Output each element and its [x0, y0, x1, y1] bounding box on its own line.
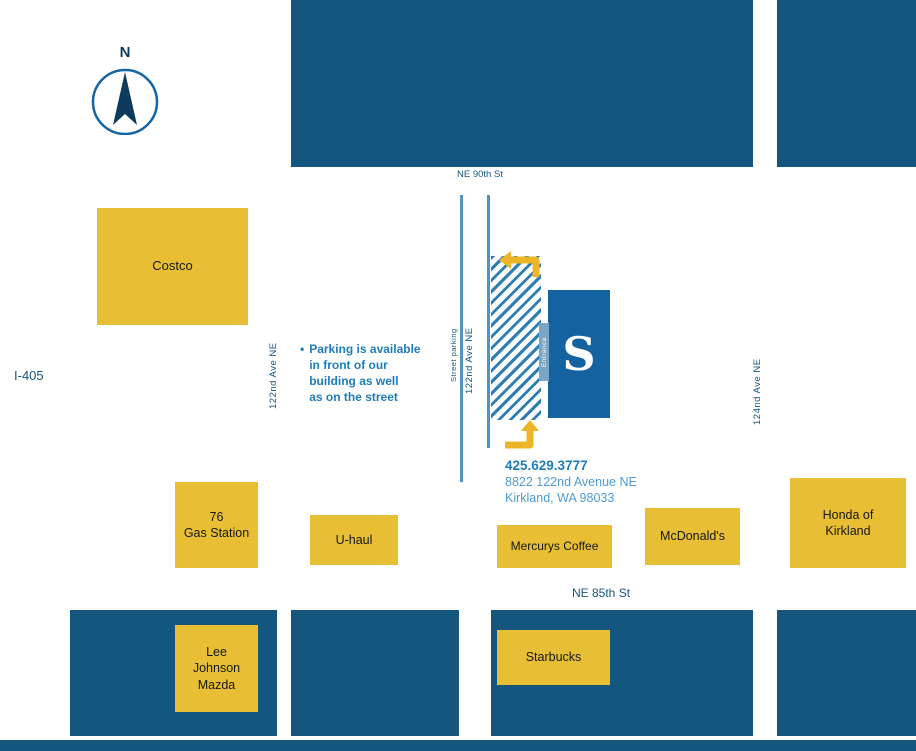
- landmark-uhaul: U-haul: [310, 515, 398, 565]
- landmark-honda-of-kirkland: Honda of Kirkland: [790, 478, 906, 568]
- compass-north-label: N: [119, 44, 131, 61]
- city-block-bottom-edge: [0, 740, 916, 751]
- street-label-ne-90th: NE 90th St: [457, 169, 503, 180]
- contact-address-line1: 8822 122nd Avenue NE: [505, 475, 637, 489]
- street-edge-line-right: [487, 195, 490, 448]
- parking-exit-arrow: [498, 246, 544, 278]
- landmark-lee-johnson-mazda: Lee Johnson Mazda: [175, 625, 258, 712]
- street-label-122nd-ave-east: 122nd Ave NE: [464, 327, 475, 395]
- compass-icon: [90, 65, 160, 135]
- contact-address-line2: Kirkland, WA 98033: [505, 491, 615, 505]
- highway-label-i405: I-405: [14, 368, 44, 383]
- street-label-street-parking: Street parking: [449, 328, 458, 382]
- parking-lot-hatch: [491, 256, 541, 420]
- entrance-tab: Entrance: [539, 323, 549, 381]
- entrance-label: Entrance: [540, 336, 548, 368]
- city-block-top-center: [291, 0, 753, 167]
- landmark-mcdonalds: McDonald's: [645, 508, 740, 565]
- smartsheet-logo: S: [562, 327, 596, 381]
- street-label-122nd-ave-west: 122nd Ave NE: [268, 342, 279, 410]
- city-block-bottom-right: [777, 610, 916, 736]
- street-label-124th-ave: 124nd Ave NE: [752, 358, 763, 426]
- landmark-mercurys-coffee: Mercurys Coffee: [497, 525, 612, 568]
- office-building: S: [548, 290, 610, 418]
- city-block-bottom-center-left: [291, 610, 459, 736]
- landmark-starbucks: Starbucks: [497, 630, 610, 685]
- parking-note: • Parking is available in front of our b…: [300, 341, 450, 405]
- contact-info: 425.629.3777 8822 122nd Avenue NE Kirkla…: [505, 458, 637, 506]
- street-edge-line-left: [460, 195, 463, 482]
- city-block-top-right: [777, 0, 916, 167]
- parking-note-text: Parking is available in front of our bui…: [309, 342, 421, 404]
- landmark-76-gas-station: 76 Gas Station: [175, 482, 258, 568]
- contact-phone: 425.629.3777: [505, 458, 588, 473]
- parking-entry-arrow: [500, 420, 542, 454]
- landmark-costco: Costco: [97, 208, 248, 325]
- street-label-ne-85th: NE 85th St: [572, 586, 631, 600]
- parking-note-bullet: •: [300, 342, 305, 356]
